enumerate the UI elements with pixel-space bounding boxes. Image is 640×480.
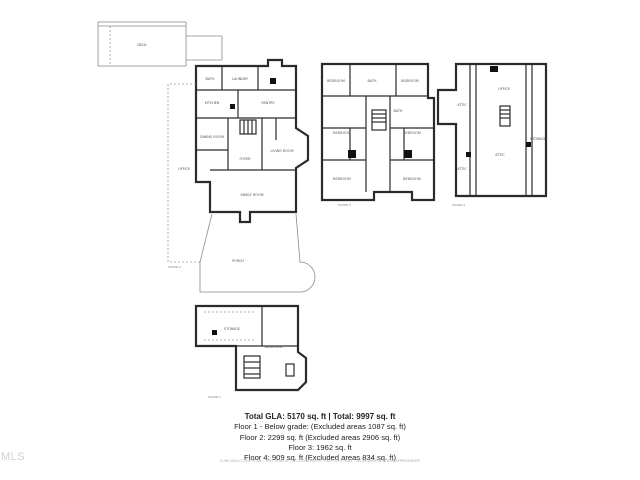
room-label-office: OFFICE	[178, 167, 190, 171]
room-label-attic-2: ATTIC	[457, 167, 467, 171]
room-label-office-3: OFFICE	[498, 87, 510, 91]
room-label-bedroom-4: BEDROOM	[403, 131, 421, 135]
main-floor-tag: FLOOR 2	[168, 265, 181, 269]
room-label-bath-2b: BATH	[393, 109, 402, 113]
basement-plan: STORAGE BASEMENT FLOOR 1	[194, 304, 308, 399]
room-label-bedroom-2: BEDROOM	[401, 79, 419, 83]
floor1-area-line: Floor 1 - Below grade: (Excluded areas 1…	[234, 422, 406, 432]
second-floor-tag: FLOOR 3	[338, 203, 351, 207]
mls-watermark: MLS	[1, 451, 26, 463]
room-label-attic-3: ATTIC	[495, 153, 505, 157]
third-floor-walls	[436, 62, 548, 198]
basement-walls	[194, 304, 308, 392]
room-label-bedroom-3: BEDROOM	[333, 131, 351, 135]
room-label-bath: BATH	[205, 77, 214, 81]
room-label-foyer: FOYER	[239, 157, 251, 161]
room-label-porch: PORCH	[232, 259, 244, 263]
room-label-bedroom-5: BEDROOM	[333, 177, 351, 181]
floor4-area-line: Floor 4: 909 sq. ft (Excluded areas 834 …	[244, 453, 396, 463]
floor3-area-line: Floor 3: 1962 sq. ft	[288, 442, 352, 452]
room-label-attic-1: ATTIC	[457, 103, 467, 107]
basement-floor-tag: FLOOR 1	[208, 395, 221, 399]
room-label-family: FAMILY ROOM	[240, 193, 263, 197]
second-floor-plan: BEDROOM BEDROOM BATH BATH BEDROOM BEDROO…	[320, 62, 436, 207]
room-label-storage-3: STORAGE	[530, 137, 546, 141]
main-stairs	[239, 119, 257, 135]
room-label-kitchen: KITCHEN	[205, 101, 220, 105]
main-floor-walls	[194, 58, 310, 224]
room-label-bath-2a: BATH	[367, 79, 376, 83]
room-label-storage-b: STORAGE	[224, 327, 240, 331]
floor2-area-line: Floor 2: 2299 sq. ft (Excluded areas 290…	[239, 432, 401, 442]
upper-deck-outline	[97, 21, 187, 67]
area-summary: Total GLA: 5170 sq. ft | Total: 9997 sq.…	[180, 412, 460, 463]
second-floor-walls	[320, 62, 436, 202]
room-label-bedroom-1: BEDROOM	[327, 79, 345, 83]
main-floor-plan: DECK BATH LAUNDRY KITCHEN DINING ROOM LI…	[97, 21, 316, 293]
third-floor-plan: ATTIC OFFICE ATTIC ATTIC STORAGE FLOOR 4	[436, 62, 548, 207]
room-label-laundry: LAUNDRY	[232, 77, 249, 81]
total-gla-line: Total GLA: 5170 sq. ft | Total: 9997 sq.…	[244, 412, 396, 421]
third-floor-tag: FLOOR 4	[452, 203, 465, 207]
disclaimer-footer: CUBICASA FLOOR PLAN - THIS PLAN IS FOR I…	[219, 459, 421, 463]
front-deck-outline	[199, 213, 316, 293]
basement-stairs	[243, 355, 261, 379]
room-label-bedroom-6: BEDROOM	[403, 177, 421, 181]
room-label-pantry: PANTRY	[262, 101, 276, 105]
room-label-basement: BASEMENT	[265, 345, 285, 349]
room-label-dining: DINING ROOM	[200, 135, 224, 139]
room-label-living: LIVING ROOM	[270, 149, 293, 153]
room-label-deck: DECK	[137, 43, 147, 47]
